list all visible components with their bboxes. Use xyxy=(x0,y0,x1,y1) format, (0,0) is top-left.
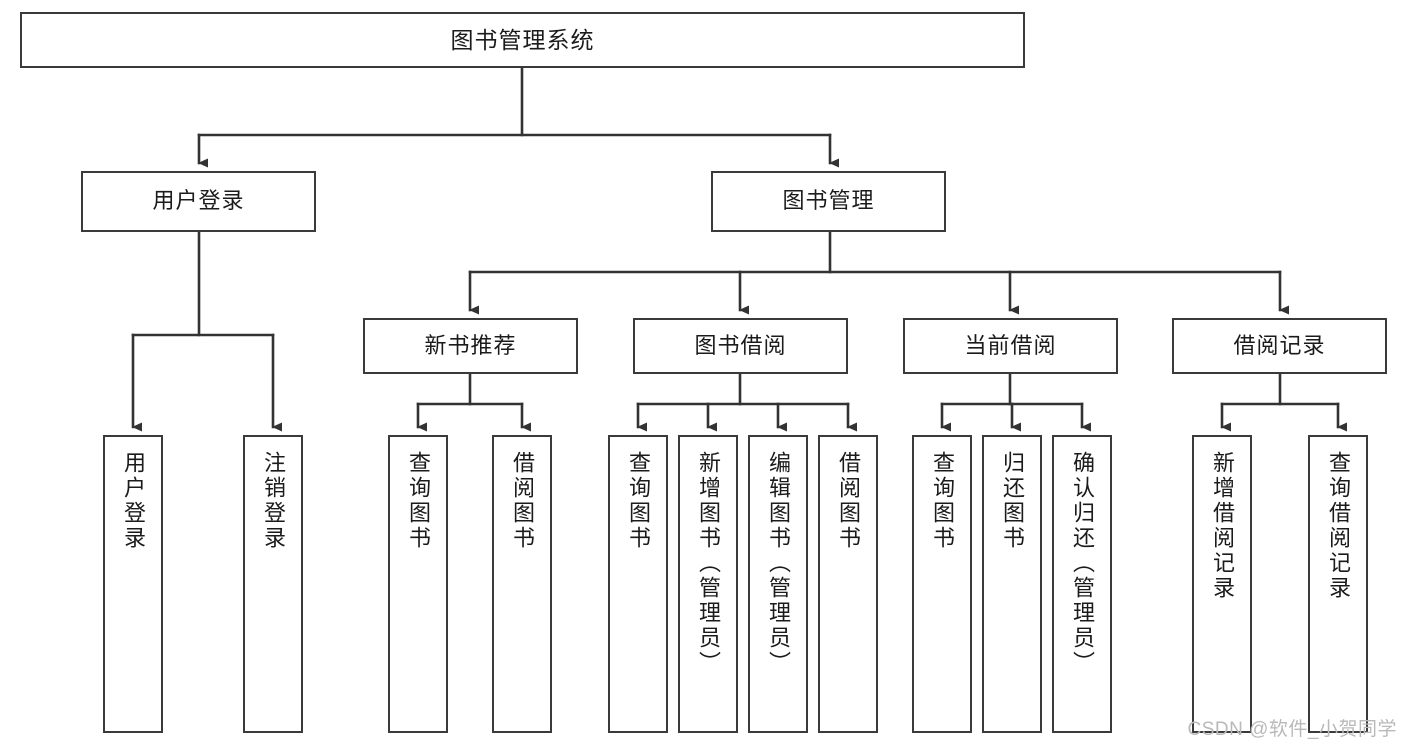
node-label: 借阅图书 xyxy=(510,451,535,551)
node-label: 图书管理 xyxy=(782,188,875,214)
node-label: 当前借阅 xyxy=(964,332,1057,358)
node-label: 新书推荐 xyxy=(424,332,517,358)
node-label: 图书管理系统 xyxy=(450,26,595,53)
node-label: 查询图书 xyxy=(406,451,431,551)
leaf-book-borrow-edit-admin[interactable]: 编辑图书（管理员） xyxy=(748,435,808,733)
node-label: 查询图书 xyxy=(626,451,651,551)
node-new-book-recommend[interactable]: 新书推荐 xyxy=(363,318,578,374)
leaf-book-borrow-query[interactable]: 查询图书 xyxy=(608,435,668,733)
node-label: 借阅记录 xyxy=(1233,332,1326,358)
node-label: 新增图书（管理员） xyxy=(696,451,721,676)
leaf-current-borrow-return[interactable]: 归还图书 xyxy=(982,435,1042,733)
node-label: 用户登录 xyxy=(152,188,245,214)
leaf-current-borrow-confirm-return-admin[interactable]: 确认归还（管理员） xyxy=(1052,435,1112,733)
leaf-borrow-record-query[interactable]: 查询借阅记录 xyxy=(1308,435,1368,733)
node-label: 查询图书 xyxy=(930,451,955,551)
node-root-book-management-system[interactable]: 图书管理系统 xyxy=(20,12,1025,68)
leaf-book-borrow-borrow[interactable]: 借阅图书 xyxy=(818,435,878,733)
node-label: 用户登录 xyxy=(121,451,146,551)
node-label: 归还图书 xyxy=(1000,451,1025,551)
csdn-watermark: CSDN @软件_小贺同学 xyxy=(1187,719,1397,740)
node-label: 新增借阅记录 xyxy=(1210,451,1235,601)
node-label: 查询借阅记录 xyxy=(1326,451,1351,601)
node-label: 注销登录 xyxy=(261,451,286,551)
leaf-new-book-borrow[interactable]: 借阅图书 xyxy=(492,435,552,733)
node-label: 确认归还（管理员） xyxy=(1070,451,1095,676)
node-label: 借阅图书 xyxy=(836,451,861,551)
node-book-borrow[interactable]: 图书借阅 xyxy=(633,318,848,374)
leaf-borrow-record-add[interactable]: 新增借阅记录 xyxy=(1192,435,1252,733)
node-current-borrow[interactable]: 当前借阅 xyxy=(903,318,1118,374)
node-label: 图书借阅 xyxy=(694,332,787,358)
leaf-new-book-query[interactable]: 查询图书 xyxy=(388,435,448,733)
node-borrow-record[interactable]: 借阅记录 xyxy=(1172,318,1387,374)
node-user-login[interactable]: 用户登录 xyxy=(81,171,316,232)
node-book-management[interactable]: 图书管理 xyxy=(711,171,946,232)
leaf-book-borrow-add-admin[interactable]: 新增图书（管理员） xyxy=(678,435,738,733)
leaf-user-login-logout[interactable]: 注销登录 xyxy=(243,435,303,733)
node-label: 编辑图书（管理员） xyxy=(766,451,791,676)
leaf-user-login-login[interactable]: 用户登录 xyxy=(103,435,163,733)
leaf-current-borrow-query[interactable]: 查询图书 xyxy=(912,435,972,733)
